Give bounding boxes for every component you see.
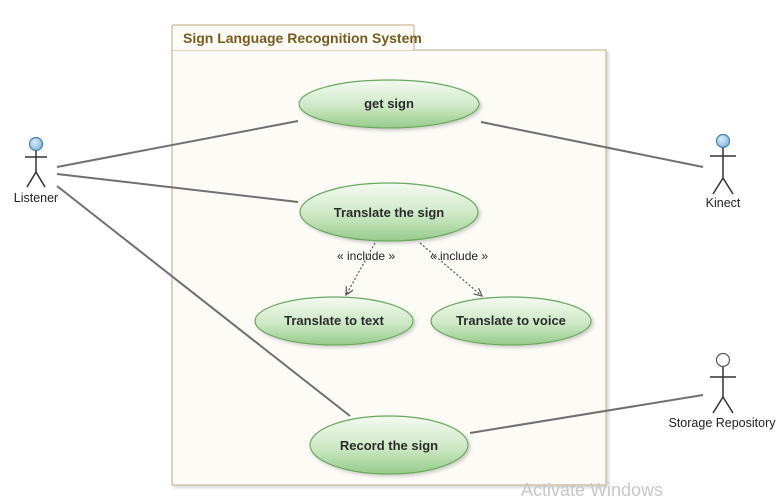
assoc-listener-get-sign [56, 120, 299, 168]
system-title: Sign Language Recognition System [183, 30, 422, 46]
actor-label: Listener [14, 191, 58, 205]
actor-storage-repository[interactable]: Storage Repository [668, 352, 776, 431]
actor-figure-icon [710, 352, 736, 414]
actor-figure-icon [25, 136, 47, 188]
include-label-right: « include » [430, 249, 488, 263]
use-case-label: Translate to text [284, 313, 384, 328]
use-case-translate-voice[interactable]: Translate to voice [430, 296, 592, 346]
use-case-translate-text[interactable]: Translate to text [254, 296, 414, 346]
assoc-listener-translate-sign [56, 173, 299, 203]
include-arrow-voice [419, 242, 482, 296]
include-label-left: « include » [337, 249, 395, 263]
use-case-label: Translate to voice [456, 313, 566, 328]
actor-listener[interactable]: Listener [14, 136, 58, 206]
actor-label: Kinect [706, 196, 741, 210]
include-relations [346, 242, 482, 296]
use-case-get-sign[interactable]: get sign [298, 79, 480, 129]
include-arrow-text [346, 242, 376, 295]
use-case-label: get sign [364, 96, 414, 111]
use-case-label: Translate the sign [334, 205, 445, 220]
assoc-get-sign-kinect [480, 121, 704, 168]
assoc-listener-record-sign [56, 185, 351, 417]
associations [56, 120, 704, 434]
use-case-label: Record the sign [340, 438, 438, 453]
use-case-translate-sign[interactable]: Translate the sign [299, 182, 479, 242]
use-case-record-sign[interactable]: Record the sign [309, 415, 469, 475]
actor-label: Storage Repository [668, 416, 776, 430]
actor-figure-icon [710, 133, 736, 195]
activation-watermark: Activate Windows [521, 480, 664, 500]
actor-kinect[interactable]: Kinect [706, 133, 741, 211]
assoc-record-sign-storage [469, 394, 704, 434]
